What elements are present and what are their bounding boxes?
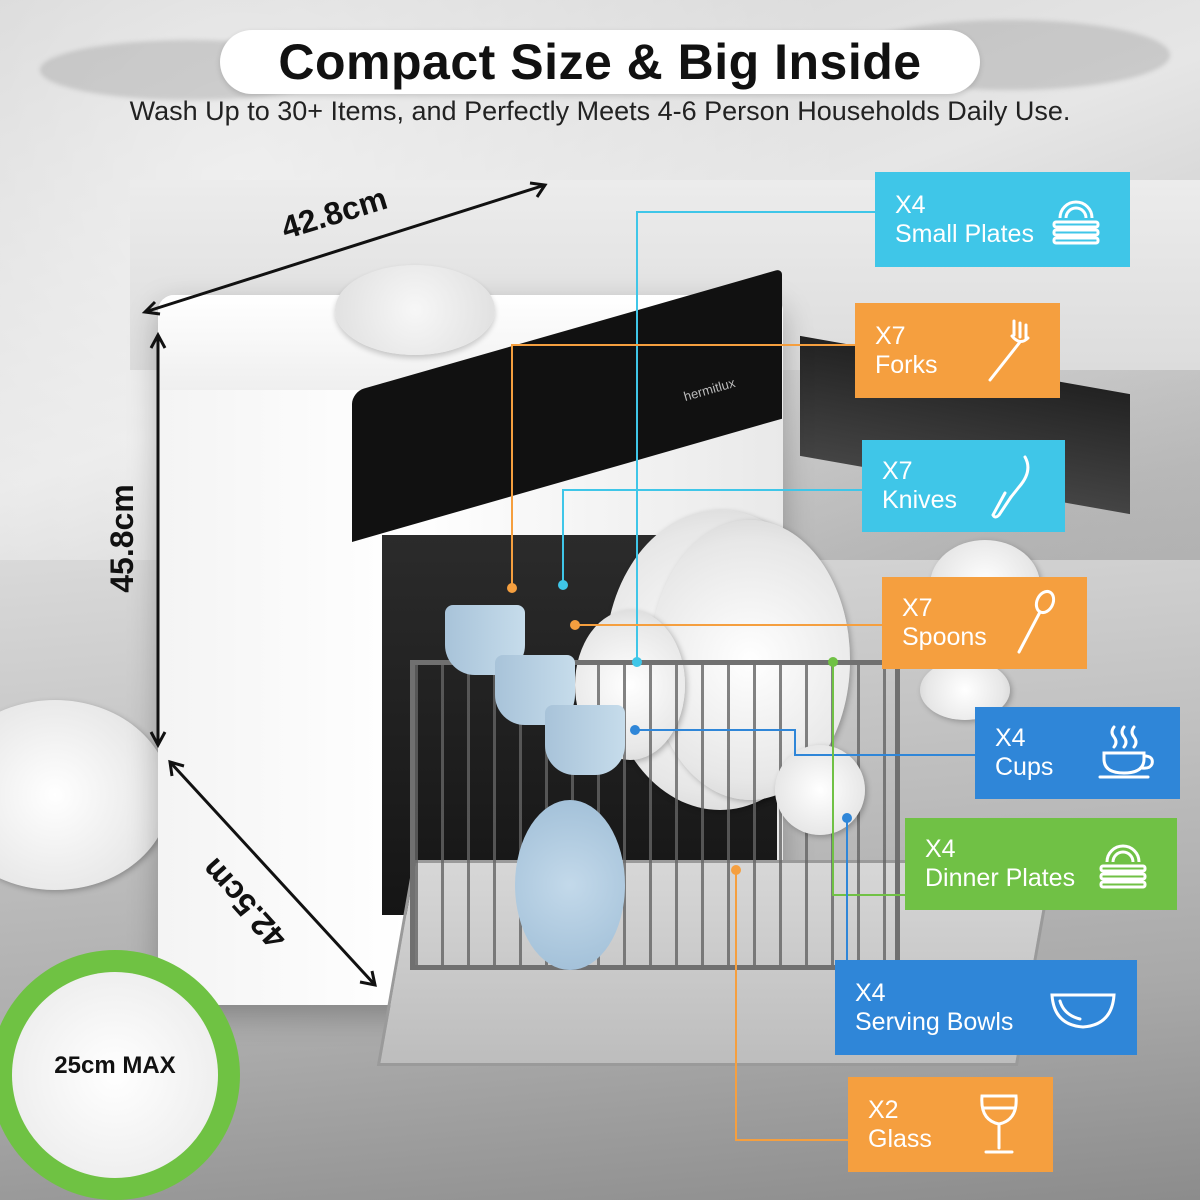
callout-small-plates: X4 Small Plates bbox=[875, 172, 1130, 267]
cup-icon bbox=[1090, 717, 1162, 789]
forks-leader bbox=[511, 344, 855, 588]
leader-dot bbox=[828, 657, 838, 667]
callout-text: X4 Serving Bowls bbox=[855, 979, 1013, 1037]
blue-plate bbox=[515, 800, 625, 970]
arrow-head bbox=[149, 731, 167, 749]
callout-count: X4 bbox=[925, 835, 956, 864]
callout-count: X4 bbox=[895, 190, 926, 219]
leader-dot bbox=[570, 620, 580, 630]
callout-count: X2 bbox=[868, 1095, 899, 1124]
arrow-head bbox=[359, 970, 377, 987]
callout-item: Spoons bbox=[902, 623, 987, 651]
knives-leader bbox=[562, 489, 862, 585]
dinner-plates-leader bbox=[832, 662, 905, 896]
leader-dot bbox=[630, 725, 640, 735]
callout-count: X4 bbox=[995, 724, 1026, 753]
width-dimension-line bbox=[144, 183, 546, 314]
callout-count: X7 bbox=[875, 321, 906, 350]
wine-glass-icon bbox=[963, 1089, 1035, 1161]
arrow-head bbox=[529, 181, 548, 198]
plates-stack-icon bbox=[1087, 828, 1159, 900]
callout-serving-bowls: X4 Serving Bowls bbox=[835, 960, 1137, 1055]
callout-knives: X7 Knives bbox=[862, 440, 1065, 532]
blue-cup bbox=[545, 705, 625, 775]
page-subtitle: Wash Up to 30+ Items, and Perfectly Meet… bbox=[129, 96, 1071, 126]
title-pill: Compact Size & Big Inside bbox=[220, 30, 980, 94]
leader-dot bbox=[507, 583, 517, 593]
small-plates-leader bbox=[636, 211, 875, 662]
callout-dinner-plates: X4 Dinner Plates bbox=[905, 818, 1177, 910]
callout-item: Glass bbox=[868, 1124, 932, 1153]
callout-count: X4 bbox=[855, 978, 886, 1007]
callout-spoons: X7 Spoons bbox=[882, 577, 1087, 669]
cups-leader bbox=[635, 729, 975, 756]
callout-forks: X7 Forks bbox=[855, 303, 1060, 398]
callout-item: Knives bbox=[882, 486, 958, 514]
arrow-head bbox=[168, 759, 185, 777]
depth-dimension-line bbox=[168, 760, 377, 987]
detergent-lid bbox=[335, 265, 495, 355]
max-plate-label: 25cm MAX bbox=[54, 1052, 176, 1079]
callout-text: X4 Small Plates bbox=[895, 191, 1034, 249]
callout-count: X7 bbox=[882, 457, 913, 486]
callout-item: Dinner Plates bbox=[925, 864, 1076, 892]
leader-dot bbox=[731, 865, 741, 875]
arrow-head bbox=[141, 300, 161, 316]
callout-text: X4 Cups bbox=[995, 724, 1053, 782]
callout-count: X7 bbox=[902, 594, 933, 623]
spoon-icon bbox=[997, 587, 1069, 659]
callout-item: Small Plates bbox=[895, 219, 1034, 248]
callout-text: X2 Glass bbox=[868, 1096, 932, 1154]
leader-dot bbox=[632, 657, 642, 667]
fork-icon bbox=[970, 315, 1042, 387]
arrow-head bbox=[149, 331, 167, 349]
leader-dot bbox=[558, 580, 568, 590]
callout-item: Cups bbox=[995, 753, 1054, 781]
badge-plate bbox=[12, 972, 218, 1178]
callout-text: X7 Spoons bbox=[902, 594, 987, 652]
callout-item: Forks bbox=[875, 350, 938, 379]
leader-dot bbox=[842, 813, 852, 823]
callout-text: X4 Dinner Plates bbox=[925, 835, 1075, 893]
callout-cups: X4 Cups bbox=[975, 707, 1180, 799]
callout-item: Serving Bowls bbox=[855, 1007, 1014, 1036]
knife-icon bbox=[975, 450, 1047, 522]
callout-text: X7 Knives bbox=[882, 457, 957, 515]
bowl-icon bbox=[1047, 972, 1119, 1044]
plates-stack-icon bbox=[1040, 184, 1112, 256]
page-title: Compact Size & Big Inside bbox=[278, 34, 922, 90]
glass-leader bbox=[735, 870, 848, 1141]
callout-text: X7 Forks bbox=[875, 322, 938, 380]
callout-glass: X2 Glass bbox=[848, 1077, 1053, 1172]
